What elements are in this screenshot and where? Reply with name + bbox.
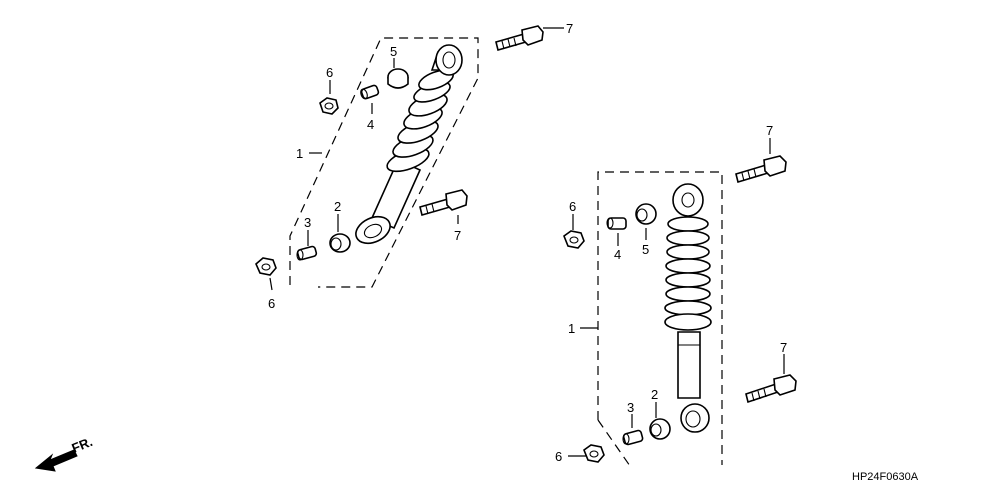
right-bolt-top: [735, 155, 787, 184]
left-label-collar-2: 2: [334, 199, 341, 214]
left-label-bolt-top: 7: [566, 21, 573, 36]
left-bolt-top: [495, 25, 544, 51]
right-label-bolt-bottom: 7: [780, 340, 787, 355]
right-nut-top: [563, 230, 585, 249]
left-label-bushing-3: 3: [304, 215, 311, 230]
left-shock-absorber: [355, 44, 463, 245]
right-collar-2: [649, 418, 671, 440]
left-label-shock-absorber: 1: [296, 146, 303, 161]
right-label-shock-absorber: 1: [568, 321, 575, 336]
right-label-collar-5: 5: [642, 242, 649, 257]
right-label-nut-top: 6: [569, 199, 576, 214]
right-label-collar-2: 2: [651, 387, 658, 402]
right-label-nut-bottom: 6: [555, 449, 562, 464]
left-collar-2: [329, 233, 351, 253]
left-label-nut-bottom: 6: [268, 296, 275, 311]
left-nut-bottom: [255, 257, 277, 276]
right-label-bushing-3: 3: [627, 400, 634, 415]
right-assembly: 1 7 7 6 5 4 2 3 6: [555, 123, 797, 467]
left-collar-5: [387, 68, 409, 89]
right-nut-bottom: [583, 444, 605, 463]
right-label-bushing-4: 4: [614, 247, 621, 262]
left-bushing-4: [360, 84, 380, 100]
left-assembly: 1 7 7 6 5 4 2 3 6: [255, 21, 573, 311]
diagram-code: HP24F0630A: [852, 471, 919, 483]
right-bolt-bottom: [745, 374, 797, 404]
left-bushing-3: [296, 245, 318, 261]
right-spring: [664, 216, 712, 331]
right-shock-absorber: [664, 183, 712, 433]
direction-label: FR.: [70, 434, 95, 456]
right-bushing-3: [622, 429, 644, 446]
left-label-nut-top: 6: [326, 65, 333, 80]
arrow-icon: [34, 449, 78, 472]
front-direction-arrow: FR.: [34, 434, 95, 472]
right-bushing-4: [606, 217, 627, 230]
left-label-collar-5: 5: [390, 44, 397, 59]
left-label-bolt-bottom: 7: [454, 228, 461, 243]
left-bolt-bottom: [419, 189, 468, 216]
right-collar-5: [635, 203, 657, 225]
right-label-bolt-top: 7: [766, 123, 773, 138]
left-spring: [386, 69, 454, 173]
left-nut-top: [319, 97, 339, 115]
left-label-bushing-4: 4: [367, 117, 374, 132]
